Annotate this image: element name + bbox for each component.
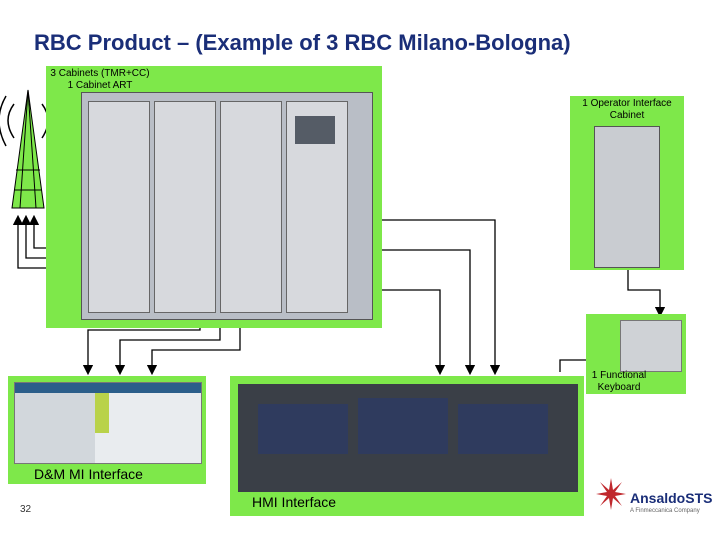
dm-interface-panel: D&M MI Interface [8,376,206,484]
keyboard-panel: 1 Functional Keyboard [586,314,686,394]
cabinet-1 [88,101,150,313]
hmi-photo [238,384,578,492]
cabinet-3 [220,101,282,313]
operator-cabinet-label-line2: Cabinet [609,110,645,121]
hmi-interface-label: HMI Interface [252,494,337,510]
logo-text: AnsaldoSTS [630,490,713,506]
page-title: RBC Product – (Example of 3 RBC Milano-B… [34,30,571,55]
ansaldo-sts-logo: AnsaldoSTS A Finmeccanica Company [590,470,713,530]
rbc-cabinets-panel: 3 Cabinets (TMR+CC) 1 Cabinet ART [46,66,382,328]
cabinet-2 [154,101,216,313]
logo-mark-icon [596,478,626,510]
operator-cabinet-label-line1: 1 Operator Interface [582,98,672,109]
hmi-interface-panel: HMI Interface [230,376,584,516]
dm-interface-label: D&M MI Interface [34,466,143,482]
logo-tagline: A Finmeccanica Company [630,508,700,514]
cabinets-label-line2: 1 Cabinet ART [67,80,133,91]
keyboard-photo [620,320,682,372]
cabinets-photo [81,92,373,320]
dm-screenshot [14,382,202,464]
cabinet-art [286,101,348,313]
page-number: 32 [20,504,32,515]
operator-cabinet-photo [594,126,660,268]
operator-cabinet-panel: 1 Operator Interface Cabinet [570,96,684,270]
keyboard-label-line2: Keyboard [597,382,641,393]
cabinets-label-line1: 3 Cabinets (TMR+CC) [50,68,150,79]
cabinet-screen [295,116,335,144]
keyboard-label-line1: 1 Functional [591,370,647,381]
